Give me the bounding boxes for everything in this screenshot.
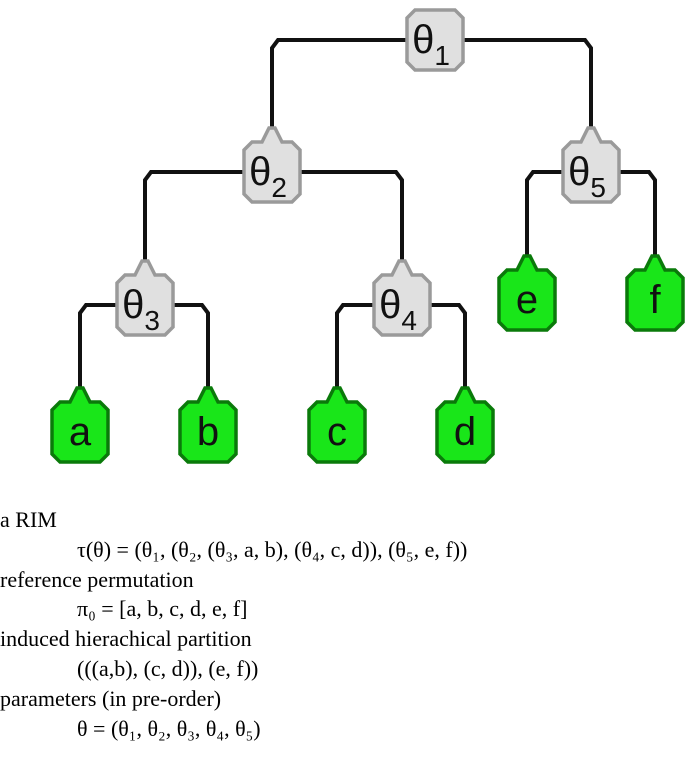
tree-edges (78, 38, 657, 388)
node-a-label: a (69, 410, 92, 454)
node-theta4: θ4 (372, 259, 432, 337)
node-theta5-label: θ5 (568, 150, 606, 203)
node-theta2: θ2 (242, 126, 302, 204)
node-c-base: c (327, 410, 347, 454)
node-b-shape (178, 386, 238, 464)
edge-theta3-b (173, 303, 210, 388)
node-d-base: d (454, 410, 476, 454)
parameters-formula: θ = (θ₁, θ₂, θ₃, θ₄, θ₅) (77, 715, 261, 741)
node-theta5: θ5 (561, 126, 621, 204)
edge-theta4-c (335, 303, 374, 388)
node-theta1: θ1 (405, 8, 465, 72)
edge-theta4-d (430, 303, 467, 388)
reference-permutation-heading: reference permutation (0, 566, 194, 592)
partition-heading: induced hierachical partition (0, 626, 252, 652)
edge-theta3-a (78, 303, 117, 388)
node-d: d (435, 386, 495, 464)
edge-theta5-e (525, 170, 563, 256)
caption: a RIM τ(θ) = (θ₁, (θ₂, (θ₃, a, b), (θ₄, … (0, 505, 467, 743)
edge-theta2-theta3 (143, 170, 244, 261)
node-a-base: a (69, 410, 92, 454)
node-c-label: c (327, 410, 347, 454)
node-theta3-subscript: 3 (144, 305, 160, 336)
node-a: a (50, 386, 110, 464)
partition-formula: (((a,b), (c, d)), (e, f)) (77, 655, 259, 681)
node-theta2-shape (242, 126, 302, 204)
node-a-shape (50, 386, 110, 464)
node-theta4-subscript: 4 (401, 305, 417, 336)
node-theta3-label: θ3 (122, 283, 160, 336)
node-theta2-base: θ (249, 150, 271, 194)
node-theta4-label: θ4 (379, 283, 417, 336)
node-b: b (178, 386, 238, 464)
node-theta4-shape (372, 259, 432, 337)
edge-theta1-theta5 (463, 38, 593, 128)
node-e-base: e (516, 278, 538, 322)
edge-theta1-theta2 (270, 38, 407, 128)
node-theta4-base: θ (379, 283, 401, 327)
node-e-shape (497, 254, 557, 332)
rim-heading: a RIM (0, 507, 57, 532)
node-theta1-label: θ1 (412, 18, 450, 71)
node-d-shape (435, 386, 495, 464)
node-theta2-subscript: 2 (271, 172, 287, 203)
node-e-label: e (516, 278, 538, 322)
rim-formula: τ(θ) = (θ₁, (θ₂, (θ₃, a, b), (θ₄, c, d))… (77, 536, 468, 562)
node-theta3-base: θ (122, 283, 144, 327)
node-theta5-base: θ (568, 150, 590, 194)
edge-theta5-f (619, 170, 657, 256)
node-b-label: b (197, 410, 219, 454)
parameters-heading: parameters (in pre-order) (0, 685, 222, 711)
edge-theta2-theta4 (300, 170, 404, 261)
node-theta1-subscript: 1 (434, 40, 450, 71)
node-theta1-shape (405, 8, 465, 72)
reference-permutation-formula: π₀ = [a, b, c, d, e, f] (77, 596, 248, 622)
node-d-label: d (454, 410, 476, 454)
node-b-base: b (197, 410, 219, 454)
node-f: f (625, 254, 685, 332)
node-theta1-base: θ (412, 18, 434, 62)
node-f-label: f (649, 278, 661, 322)
node-c: c (307, 386, 367, 464)
node-theta3: θ3 (115, 259, 175, 337)
node-e: e (497, 254, 557, 332)
node-theta3-shape (115, 259, 175, 337)
node-f-base: f (649, 278, 661, 322)
node-theta5-subscript: 5 (590, 172, 606, 203)
node-theta2-label: θ2 (249, 150, 287, 203)
node-f-shape (625, 254, 685, 332)
node-theta5-shape (561, 126, 621, 204)
node-c-shape (307, 386, 367, 464)
